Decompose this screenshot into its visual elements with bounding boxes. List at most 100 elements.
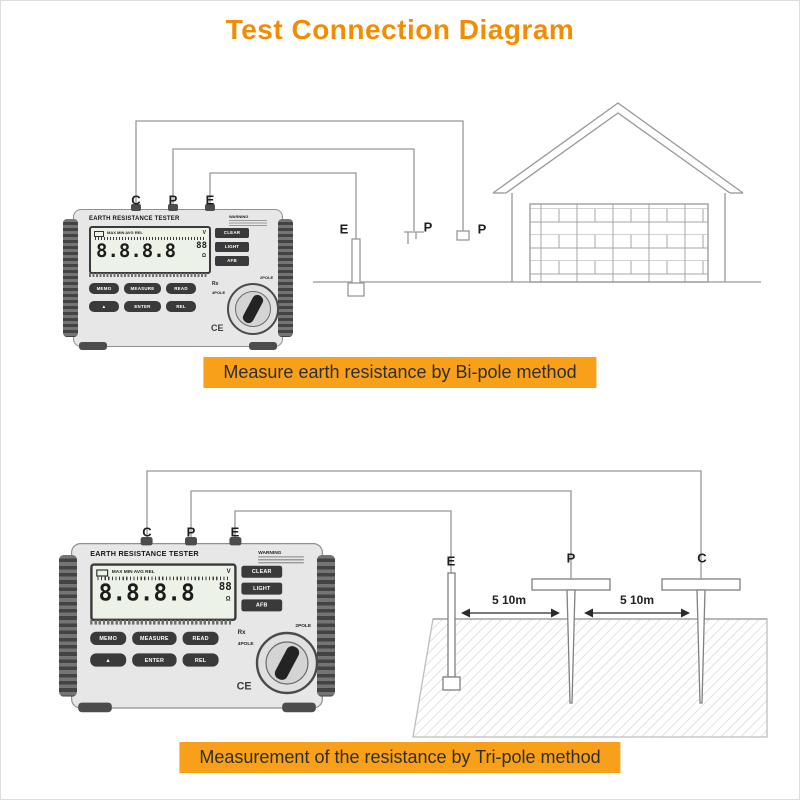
electrode-p-spike [566, 589, 576, 704]
terminal-post-c [140, 537, 153, 546]
stake-label-c: C [697, 550, 707, 566]
rotary-dial[interactable] [255, 631, 319, 695]
light-button[interactable]: LIGHT [241, 582, 283, 595]
dial-label-rx: Rx [237, 629, 246, 637]
earth-stake-foot [347, 282, 365, 297]
wire-c-bottom [146, 470, 702, 579]
bumper-left [79, 342, 107, 350]
stake-e-foot [442, 676, 461, 691]
warning-block: WARNING [229, 214, 267, 226]
earth-tester-device-bottom: EARTH RESISTANCE TESTER WARNING MAX MIN … [59, 537, 335, 713]
wire-p-top [172, 148, 415, 231]
memo-button[interactable]: MEMO [90, 631, 127, 645]
light-button[interactable]: LIGHT [215, 242, 249, 252]
rotary-dial[interactable] [227, 283, 279, 335]
probe-electrode [404, 231, 424, 244]
page-title: Test Connection Diagram [225, 14, 575, 45]
side-grip-left [59, 555, 77, 697]
lcd-secondary-reading: 88 [218, 581, 232, 594]
bi-pole-diagram [135, 102, 761, 297]
warning-label: WARNING [258, 549, 282, 555]
bumper-right [249, 342, 277, 350]
read-button[interactable]: READ [182, 631, 219, 645]
caption-tripole-method: Measurement of the resistance by Tri-pol… [179, 742, 621, 773]
terminal-label-p-bottom: P [186, 524, 196, 540]
lcd-flag-text: MAX MIN AVG REL [111, 568, 155, 575]
warning-block: WARNING [258, 549, 304, 564]
dial-label-4pole: 4POLE [212, 290, 226, 295]
bumper-right [282, 702, 316, 713]
tri-pole-diagram [146, 470, 768, 738]
lcd-secondary-reading: 88 [196, 241, 207, 251]
measure-button[interactable]: MEASURE [124, 283, 161, 294]
rel-button[interactable]: REL [166, 301, 196, 312]
lcd-scale-bar [97, 576, 230, 581]
enter-button[interactable]: ENTER [124, 301, 161, 312]
roof-outer [492, 102, 744, 194]
soil-hatch-area [412, 618, 768, 738]
up-arrow-button[interactable]: ▲ [90, 653, 127, 667]
side-grip-left [63, 219, 78, 337]
house-terminal-label: P [477, 221, 487, 237]
lcd-unit-ohm: Ω [201, 253, 206, 259]
earth-tester-device-top: EARTH RESISTANCE TESTER WARNING MAX MIN … [63, 204, 293, 350]
side-grip-right [317, 555, 335, 697]
terminal-post-c [131, 204, 141, 211]
device-brand-label: EARTH RESISTANCE TESTER [90, 551, 199, 559]
warning-label: WARNING [229, 214, 249, 219]
electrode-c-bar [661, 578, 741, 591]
clear-button[interactable]: CLEAR [241, 565, 283, 578]
terminal-post-e [205, 204, 215, 211]
up-arrow-button[interactable]: ▲ [89, 301, 119, 312]
clear-button[interactable]: CLEAR [215, 228, 249, 238]
wire-c-top [135, 120, 464, 231]
lcd-main-reading: 8.8.8.8 [98, 580, 195, 607]
measure-button[interactable]: MEASURE [132, 631, 177, 645]
dial-label-rx: Rx [212, 281, 219, 287]
house [492, 102, 744, 283]
earth-stake-rod [351, 238, 361, 286]
memo-button[interactable]: MEMO [89, 283, 119, 294]
spec-text-strip [89, 273, 207, 277]
lcd-unit-volt: V [202, 230, 206, 236]
lcd-display: MAX MIN AVG REL 8.8.8.8 V 88 Ω [89, 226, 211, 274]
house-terminal-box [456, 230, 470, 241]
wire-e-top [209, 172, 357, 239]
terminal-label-e-top: E [205, 192, 215, 208]
caption-bipole-method: Measure earth resistance by Bi-pole meth… [203, 357, 597, 388]
battery-icon [96, 569, 109, 577]
wire-p-bottom [190, 490, 572, 579]
dial-label-4pole: 4POLE [237, 640, 254, 647]
rel-button[interactable]: REL [182, 653, 219, 667]
terminal-post-e [229, 537, 242, 546]
warning-fine-print [229, 220, 267, 226]
terminal-label-p-top: P [168, 192, 178, 208]
earth-stake-label: E [339, 221, 349, 237]
stake-label-e: E [446, 553, 456, 569]
lcd-main-reading: 8.8.8.8 [96, 240, 177, 262]
dial-label-2pole: 2POLE [260, 275, 274, 280]
roof-inner [505, 112, 731, 194]
bumper-left [78, 702, 112, 713]
ce-mark: CE [211, 323, 224, 333]
side-grip-right [278, 219, 293, 337]
device-brand-label: EARTH RESISTANCE TESTER [89, 216, 180, 222]
terminal-label-c-top: C [131, 192, 141, 208]
electrode-c-spike [696, 589, 706, 704]
dial-label-2pole: 2POLE [295, 622, 312, 629]
terminal-label-e-bottom: E [230, 524, 240, 540]
afb-button[interactable]: AFB [241, 599, 283, 612]
probe-label: P [423, 219, 433, 235]
terminal-post-p [168, 204, 178, 211]
lcd-unit-ohm: Ω [225, 595, 231, 603]
electrode-p-bar [531, 578, 611, 591]
read-button[interactable]: READ [166, 283, 196, 294]
lcd-unit-volt: V [226, 568, 231, 576]
enter-button[interactable]: ENTER [132, 653, 177, 667]
afb-button[interactable]: AFB [215, 256, 249, 266]
terminal-label-c-bottom: C [142, 524, 152, 540]
lcd-scale-bar [95, 237, 205, 240]
spec-text-strip [90, 619, 232, 624]
